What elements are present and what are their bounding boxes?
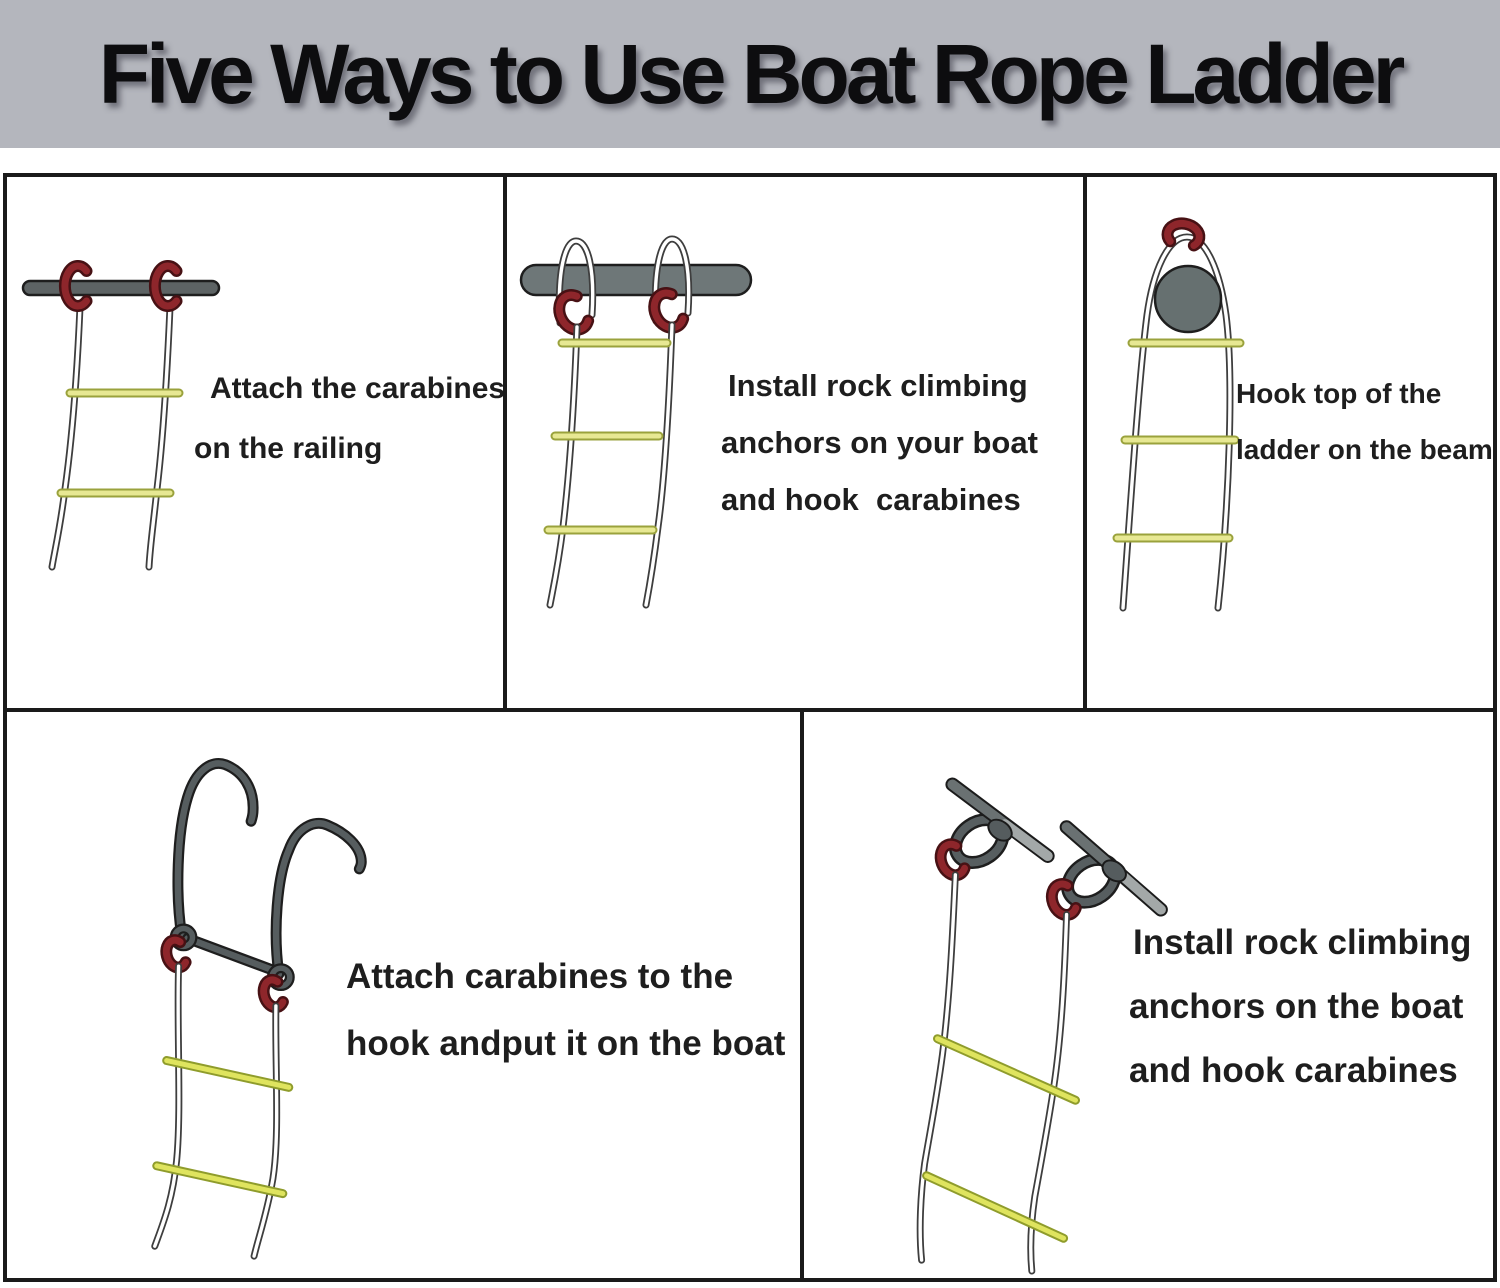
header-banner: Five Ways to Use Boat Rope Ladder: [0, 0, 1500, 148]
caption-attach-railing: Attach the carabines on the railing: [194, 359, 505, 479]
carabiner-ring-icon: [1045, 878, 1082, 921]
caption-line: Attach carabines to the: [346, 957, 734, 996]
caption-line: hook andput it on the boat: [346, 1024, 786, 1063]
mounting-bar: [519, 263, 753, 297]
hook-ladder-illustration: [151, 758, 367, 1260]
top-row: Attach the carabines on the railing: [3, 173, 1500, 712]
caption-line: ladder on the beam: [1236, 434, 1493, 465]
carabiner-ring-icon: [934, 838, 971, 882]
rope-ladder: [151, 962, 294, 1260]
bottom-row: Attach carabines to the hook andput it o…: [3, 708, 1500, 1282]
bar-ladder-illustration: [519, 235, 753, 609]
caption-line: Install rock climbing: [1133, 923, 1472, 962]
anchor-ladder-illustration: [916, 777, 1168, 1275]
rope-ladder: [916, 871, 1080, 1275]
beam-circle: [1153, 264, 1223, 334]
railing-ladder-illustration: [21, 260, 221, 571]
railing-rod: [21, 279, 221, 297]
carabiner-ring-icon: [160, 934, 192, 974]
caption-anchors-on-boat: Install rock climbing anchors on the boa…: [1129, 911, 1471, 1103]
rope-ladder: [543, 321, 676, 609]
panel-anchors-your-boat: Install rock climbing anchors on your bo…: [503, 173, 1087, 712]
hook-icon: [270, 818, 367, 980]
ladder-rung: [922, 1034, 1080, 1243]
hook-crossbar: [182, 932, 279, 976]
panel-anchors-on-boat: Install rock climbing anchors on the boa…: [800, 708, 1497, 1282]
carabiner-ring-icon: [1161, 217, 1206, 252]
panel-hook-beam: Hook top of the ladder on the beam: [1083, 173, 1497, 712]
carabiner-ring-icon: [257, 973, 289, 1014]
ladder-rung: [152, 1056, 294, 1199]
carabiner-ring-icon: [148, 260, 183, 312]
carabiner-ring-icon: [58, 260, 93, 312]
caption-line: anchors on the boat: [1129, 987, 1464, 1026]
caption-line: on the railing: [194, 432, 383, 465]
rock-anchor-icon: [945, 777, 1055, 869]
caption-line: Install rock climbing: [728, 368, 1028, 403]
panel-grid: Attach the carabines on the railing: [3, 173, 1500, 1282]
caption-line: and hook carabines: [1129, 1051, 1458, 1090]
rock-anchor-icon: [1059, 820, 1168, 917]
rope-ladder: [1119, 233, 1234, 612]
ladder-rung: [1112, 338, 1245, 543]
rope-loop: [555, 235, 693, 327]
anchor-knot: [987, 818, 1013, 842]
caption-line: anchors on your boat: [721, 425, 1038, 460]
hook-icon: [172, 758, 259, 940]
ladder-rung: [543, 338, 672, 535]
carabiner-ring-icon: [553, 289, 595, 336]
caption-line: Hook top of the: [1236, 378, 1442, 409]
panel-attach-railing: Attach the carabines on the railing: [3, 173, 507, 712]
caption-line: Attach the carabines: [210, 372, 506, 405]
page-title: Five Ways to Use Boat Rope Ladder: [98, 26, 1406, 121]
ladder-rung: [56, 388, 184, 498]
panel-carabines-to-hook: Attach carabines to the hook andput it o…: [3, 708, 804, 1282]
caption-hook-beam: Hook top of the ladder on the beam: [1236, 366, 1493, 478]
carabiner-ring-icon: [648, 287, 690, 334]
rope-ladder: [48, 303, 184, 571]
caption-line: and hook carabines: [721, 482, 1021, 517]
caption-anchors-your-boat: Install rock climbing anchors on your bo…: [721, 357, 1038, 528]
caption-carabines-to-hook: Attach carabines to the hook andput it o…: [346, 943, 785, 1077]
beam-ladder-illustration: [1112, 217, 1245, 612]
anchor-knot: [1101, 859, 1127, 883]
